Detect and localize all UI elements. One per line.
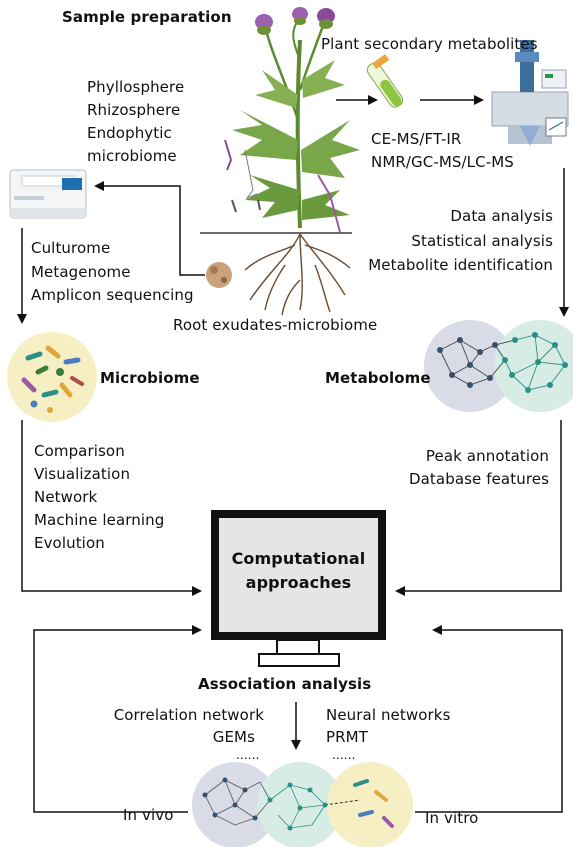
metabolome-method-statistical: Statistical analysis [411, 232, 553, 250]
microbiome-type-endophytic: Endophytic [87, 124, 172, 142]
test-tube-icon [366, 54, 404, 108]
sequencer-icon [9, 169, 87, 219]
metabolome-title: Metabolome [325, 369, 431, 387]
microbiome-analysis-comparison: Comparison [34, 442, 125, 460]
microbiome-analysis-visualization: Visualization [34, 465, 131, 483]
association-left-ellipsis: ...... [236, 748, 260, 762]
microbiome-analysis-evolution: Evolution [34, 534, 105, 552]
microbiome-type-microbiome: microbiome [87, 147, 177, 165]
microbiome-type-rhizosphere: Rhizosphere [87, 101, 181, 119]
plant-illustration [200, 7, 360, 316]
microbiome-title: Microbiome [100, 369, 200, 387]
metabolome-analysis-database: Database features [408, 470, 549, 488]
metabolome-network [424, 320, 573, 412]
instrument-label-2: NMR/GC-MS/LC-MS [371, 153, 514, 171]
integration-network [192, 762, 413, 847]
metabolome-method-data-analysis: Data analysis [450, 207, 553, 225]
microbiome-method-culturome: Culturome [31, 239, 111, 257]
microbiome-analysis-machine-learning: Machine learning [34, 511, 165, 529]
metabolome-method-identification: Metabolite identification [368, 256, 553, 274]
microbiome-circle [7, 332, 97, 422]
association-method-prmt: PRMT [326, 728, 368, 746]
plant-metabolites-label: Plant secondary metabolites [321, 35, 538, 53]
microbiome-type-phyllosphere: Phyllosphere [87, 78, 185, 96]
sample-preparation-title: Sample preparation [62, 8, 232, 26]
association-method-neural: Neural networks [326, 706, 451, 724]
in-vitro-label: In vitro [425, 809, 479, 827]
microbiome-method-amplicon: Amplicon sequencing [31, 286, 194, 304]
association-title: Association analysis [198, 675, 372, 693]
flow-arrows [17, 95, 569, 813]
computer-label-line2: approaches [245, 573, 352, 592]
metabolome-analysis-peak: Peak annotation [425, 447, 549, 465]
computer-monitor-icon [211, 510, 386, 667]
mass-spectrometer-icon [491, 40, 569, 146]
microbiome-analysis-network: Network [34, 488, 98, 506]
in-vivo-label: In vivo [123, 806, 174, 824]
microbiome-method-metagenome: Metagenome [31, 263, 131, 281]
association-right-ellipsis: ...... [332, 748, 356, 762]
association-method-gems: GEMs [212, 728, 255, 746]
association-method-correlation: Correlation network [113, 706, 264, 724]
computer-label-line1: Computational [231, 549, 366, 568]
instrument-label-1: CE-MS/FT-IR [371, 130, 462, 148]
root-exudates-label: Root exudates-microbiome [173, 316, 378, 334]
